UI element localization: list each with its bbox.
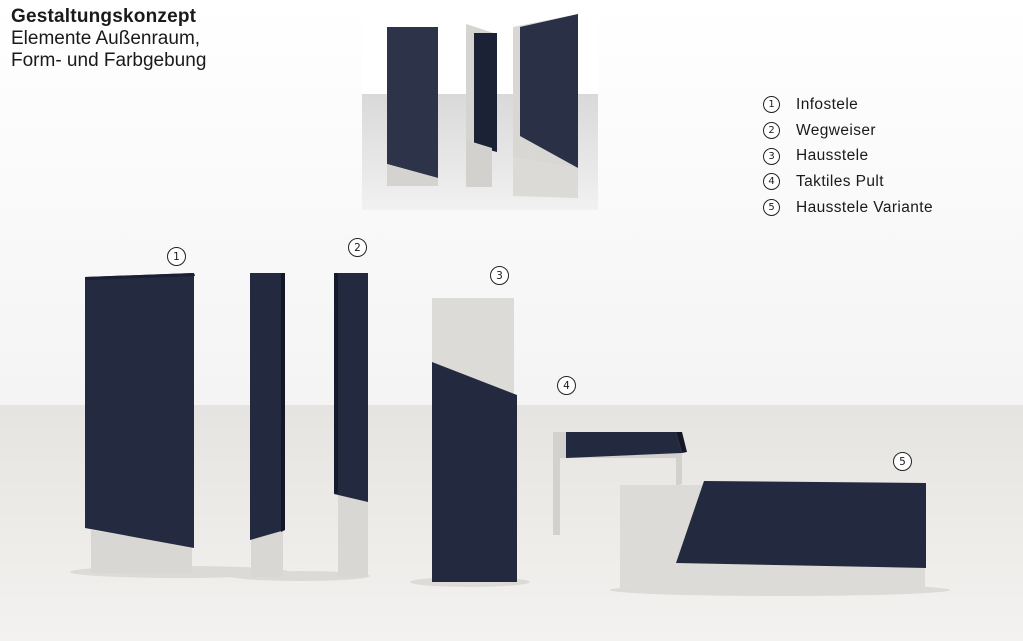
legend-number-badge: 2 bbox=[763, 122, 780, 140]
wegweiser-object-a bbox=[250, 273, 285, 577]
wegweiser-object-b bbox=[334, 273, 368, 577]
hausstele-variante-object bbox=[620, 481, 926, 590]
legend-item-infostele: 1 Infostele bbox=[763, 92, 933, 118]
marker-3: 3 bbox=[490, 266, 509, 285]
legend-label: Wegweiser bbox=[796, 121, 876, 139]
taktiles-pult-object bbox=[553, 432, 687, 535]
legend-label: Hausstele Variante bbox=[796, 198, 934, 216]
marker-2: 2 bbox=[348, 238, 367, 257]
infostele-object bbox=[85, 273, 195, 573]
legend-number-badge: 1 bbox=[763, 96, 780, 114]
legend-label: Taktiles Pult bbox=[796, 172, 884, 190]
hausstele-object bbox=[432, 298, 517, 582]
page-title: Gestaltungskonzept bbox=[11, 6, 197, 27]
page-subtitle-line2: Form- und Farbgebung bbox=[11, 49, 207, 71]
legend-number-badge: 3 bbox=[763, 147, 780, 165]
title-block: Gestaltungskonzept Elemente Außenraum, F… bbox=[11, 6, 206, 72]
legend-item-wegweiser: 2 Wegweiser bbox=[763, 118, 933, 144]
marker-5: 5 bbox=[893, 452, 912, 471]
legend-number-badge: 4 bbox=[763, 173, 780, 191]
legend-item-taktiles-pult: 4 Taktiles Pult bbox=[763, 169, 933, 195]
legend-label: Infostele bbox=[796, 95, 859, 113]
marker-1: 1 bbox=[167, 247, 186, 266]
page-subtitle-line1: Elemente Außenraum, bbox=[11, 27, 201, 49]
thumbnail-render bbox=[362, 14, 598, 210]
legend-number-badge: 5 bbox=[763, 199, 780, 217]
legend: 1 Infostele 2 Wegweiser 3 Hausstele 4 Ta… bbox=[763, 92, 933, 220]
legend-label: Hausstele bbox=[796, 147, 869, 165]
legend-item-hausstele-variante: 5 Hausstele Variante bbox=[763, 195, 933, 221]
marker-4: 4 bbox=[557, 376, 576, 395]
legend-item-hausstele: 3 Hausstele bbox=[763, 143, 933, 169]
